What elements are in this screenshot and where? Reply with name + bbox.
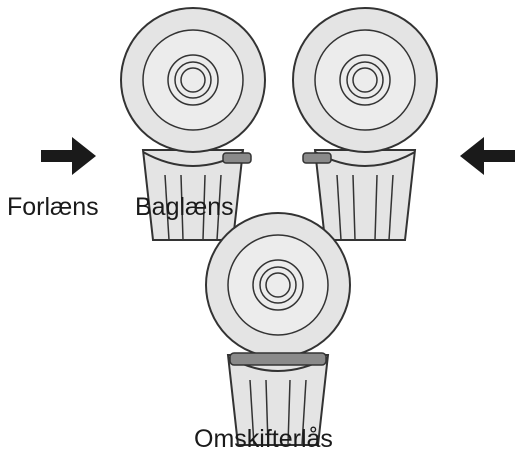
- label-forward: Forlæns: [7, 193, 99, 221]
- arrow-right-icon: [41, 137, 96, 175]
- label-lock: Omskifterlås: [194, 425, 333, 453]
- selector-lever-center: [229, 352, 327, 366]
- arrow-left-icon: [460, 137, 515, 175]
- selector-lever-left: [302, 152, 332, 164]
- selector-lever-right: [222, 152, 252, 164]
- wrench-reverse: [292, 7, 438, 241]
- label-reverse: Baglæns: [135, 193, 234, 221]
- wrench-lock: [205, 212, 351, 446]
- wrench-forward: [120, 7, 266, 241]
